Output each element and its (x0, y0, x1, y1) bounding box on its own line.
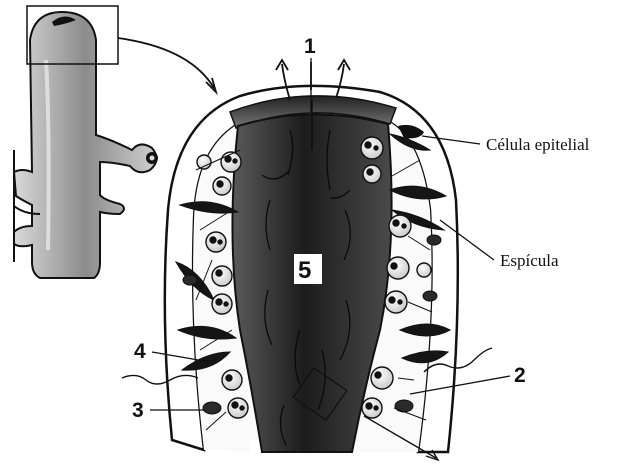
label-celula-epitelial: Célula epitelial (486, 135, 590, 154)
cell (206, 232, 226, 252)
cell (389, 215, 411, 237)
label-3: 3 (132, 399, 144, 422)
cell (361, 137, 383, 159)
cell (212, 266, 232, 286)
cell (363, 165, 381, 183)
cell (228, 398, 248, 418)
zoom-arrow (118, 38, 214, 88)
cell (221, 152, 241, 172)
label-2: 2 (514, 364, 526, 387)
sponge-overview-body (14, 12, 157, 278)
label-espicula: Espícula (500, 251, 559, 270)
cell (362, 398, 382, 418)
label-4: 4 (134, 340, 146, 363)
porocyte (395, 400, 413, 412)
cell (222, 370, 242, 390)
porocyte (183, 275, 197, 285)
cell (385, 291, 407, 313)
cell (213, 177, 231, 195)
porocyte (203, 402, 221, 414)
porocyte (427, 235, 441, 245)
cell (387, 257, 409, 279)
label-5: 5 (298, 257, 311, 284)
porocyte (423, 291, 437, 301)
cell (371, 367, 393, 389)
cell (417, 263, 431, 277)
sponge-overview-inset (14, 12, 158, 278)
cell (212, 294, 232, 314)
label-1: 1 (304, 35, 316, 58)
